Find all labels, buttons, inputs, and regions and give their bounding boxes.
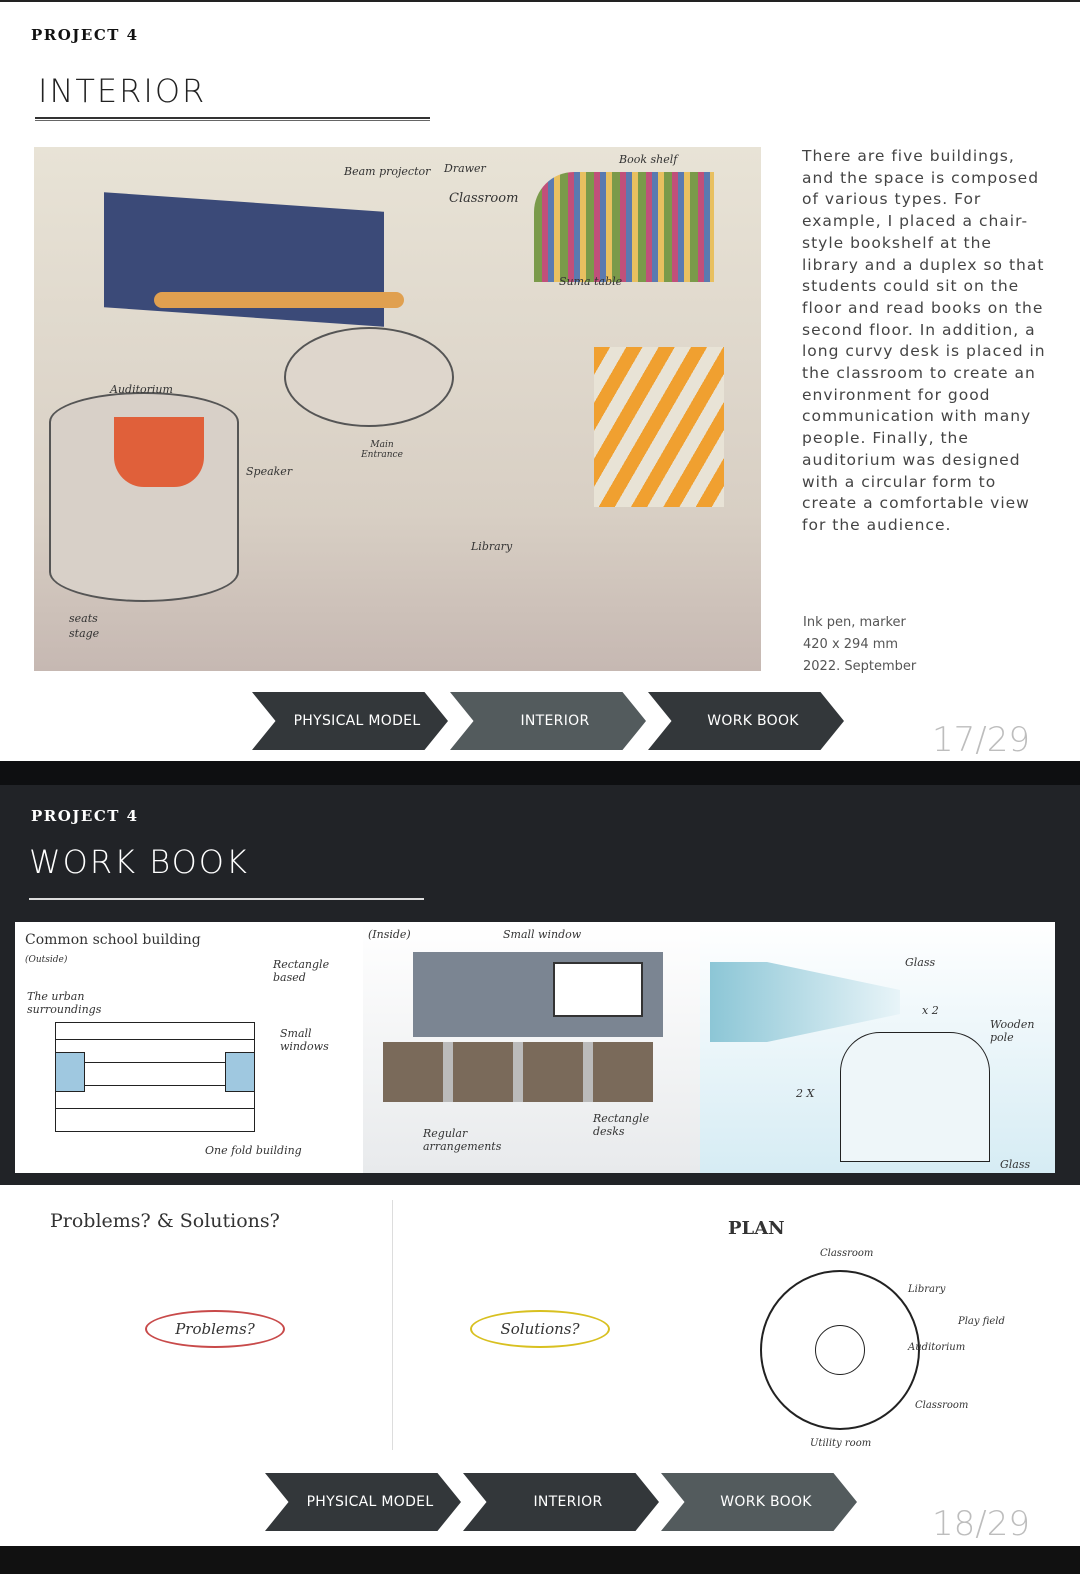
note: The urban surroundings [27,990,102,1016]
note: Library [908,1284,946,1295]
bottom-bar [0,1546,1080,1574]
furniture-sketch: Glass x 2 Wooden pole 2 X Glass [700,922,1055,1173]
note: Wooden pole [990,1018,1035,1044]
note: Classroom [915,1400,969,1411]
glass-panel [710,962,900,1042]
note: Small window [503,928,582,941]
bookshelf [534,172,714,282]
page-number: 17/29 [932,720,1030,760]
note: Glass [1000,1158,1031,1171]
label-main-entrance: Main Entrance [361,440,403,460]
divider [392,1200,393,1450]
bubble-text: Solutions? [500,1320,580,1338]
note: Regular arrangements [423,1127,502,1153]
desks [383,1042,653,1102]
nav-work-book[interactable]: WORK BOOK [648,692,844,750]
note: 2 X [796,1087,815,1100]
problems-solutions-sketch: Problems? & Solutions? Problems? Solutio… [40,1200,720,1460]
common-building-sketch: Common school building (Outside) The urb… [15,922,363,1173]
label-auditorium: Auditorium [110,383,173,396]
page-divider [0,761,1080,785]
label-classroom: Classroom [449,191,519,206]
dimensions: 420 x 294 mm [803,637,899,652]
page-number-2: 18/29 [932,1504,1030,1544]
window [55,1052,85,1092]
note: Glass [905,956,936,969]
plan-sketch: PLAN Classroom Library Play field Audito… [720,1200,1040,1460]
interior-sketch: Beam projector Drawer Classroom Book she… [34,147,761,671]
bubble-text: Problems? [175,1320,255,1338]
nav-interior-2[interactable]: INTERIOR [463,1473,659,1531]
note: One fold building [205,1144,302,1157]
nav-work-book-2[interactable]: WORK BOOK [661,1473,857,1531]
label-beam-projector: Beam projector [344,165,431,178]
plan-center [815,1325,865,1375]
label-library: Library [471,540,513,553]
nav-physical-model[interactable]: PHYSICAL MODEL [252,692,448,750]
project-label-2: PROJECT 4 [31,807,139,825]
title-underline-2 [29,898,424,900]
solutions-bubble: Solutions? [470,1310,610,1348]
note: Utility room [810,1438,872,1449]
window [225,1052,255,1092]
label-stage: stage [69,627,100,640]
label-speaker: Speaker [246,465,293,478]
medium: Ink pen, marker [803,615,906,630]
nav-physical-model-2[interactable]: PHYSICAL MODEL [265,1473,461,1531]
note: Small windows [280,1027,329,1053]
curved-bench [840,1032,990,1162]
sketch-sub: (Outside) [25,955,68,965]
entrance-desk [284,327,454,427]
label-suma-table: Suma table [559,275,623,288]
note: Rectangle based [273,958,330,984]
sketch-title: Common school building [25,932,201,948]
plan-circle [760,1270,920,1430]
page-title-2: WORK BOOK [29,843,249,881]
nav-interior[interactable]: INTERIOR [450,692,646,750]
desk [154,292,404,308]
classroom-inside-sketch: (Inside) Small window Regular arrangemen… [363,922,700,1173]
note: Rectangle desks [593,1112,650,1138]
note: Play field [958,1316,1005,1327]
label-book-shelf: Book shelf [619,153,678,166]
note: Classroom [820,1248,874,1259]
project-label: PROJECT 4 [31,26,139,44]
page-title: INTERIOR [38,72,207,110]
sketch-title: PLAN [728,1218,785,1239]
stairs [594,347,724,507]
window [553,962,643,1017]
building-drawing [55,1022,255,1132]
curtain [114,417,204,487]
date: 2022. September [803,659,917,674]
title-underline [35,117,430,121]
sketch-title: (Inside) [368,928,411,941]
label-seats: seats [69,612,98,625]
label-drawer: Drawer [444,162,486,175]
note: x 2 [922,1004,939,1017]
note: Auditorium [908,1342,966,1353]
problems-bubble: Problems? [145,1310,285,1348]
sketch-title: Problems? & Solutions? [50,1210,280,1232]
project-description: There are five buildings, and the space … [802,147,1046,534]
